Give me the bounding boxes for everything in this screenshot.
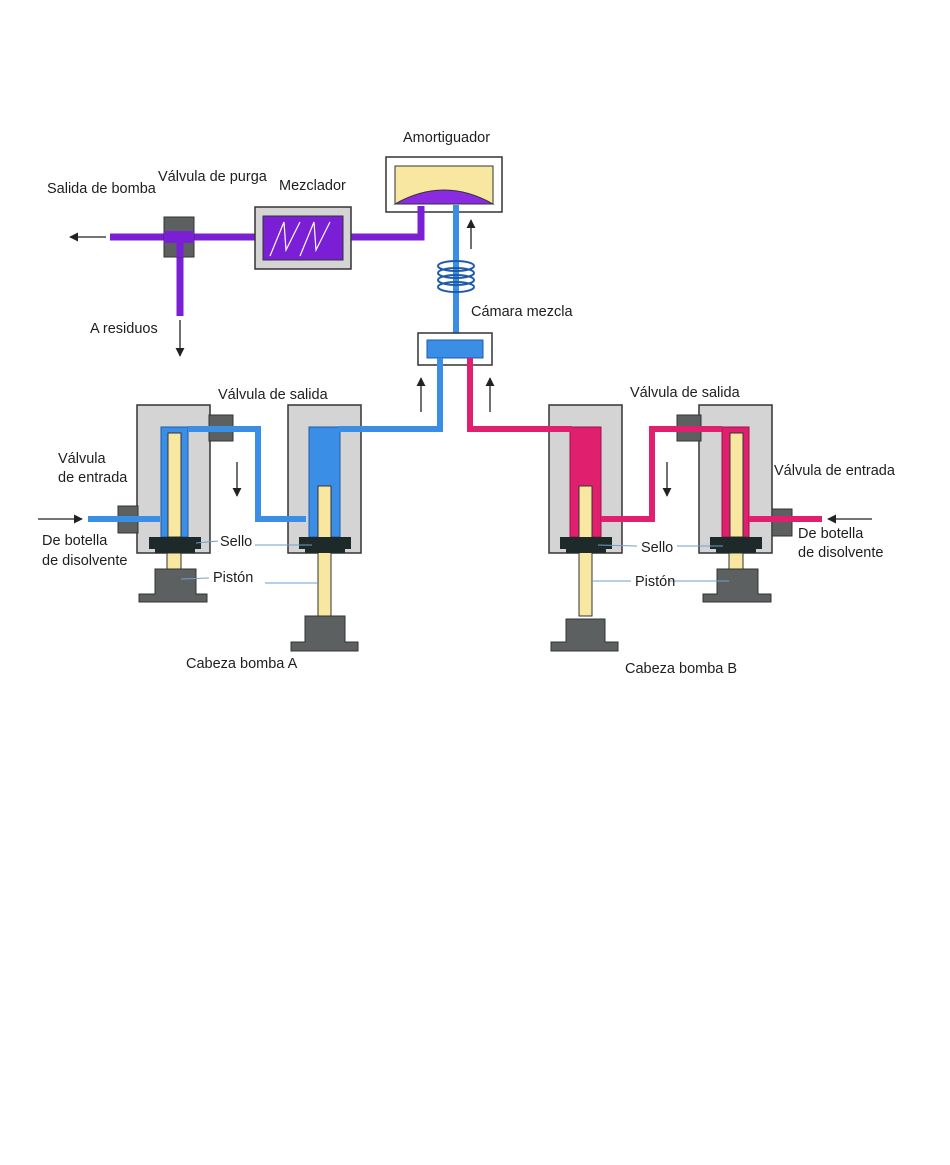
label-valvula-salida-b: Válvula de salida bbox=[630, 385, 741, 401]
label-valvula-purga: Válvula de purga bbox=[158, 169, 268, 185]
label-valvula-entrada-a-1: Válvula bbox=[58, 451, 106, 467]
label-botella-b-2: de disolvente bbox=[798, 545, 883, 561]
label-valvula-salida-a: Válvula de salida bbox=[218, 387, 329, 403]
label-piston-b: Pistón bbox=[635, 574, 675, 590]
label-amortiguador: Amortiguador bbox=[403, 130, 490, 146]
label-cabeza-a: Cabeza bomba A bbox=[186, 656, 298, 672]
label-a-residuos: A residuos bbox=[90, 321, 158, 337]
label-botella-a-2: de disolvente bbox=[42, 553, 127, 569]
label-salida-bomba: Salida de bomba bbox=[47, 181, 157, 197]
label-piston-a: Pistón bbox=[213, 570, 253, 586]
label-valvula-entrada-a-2: de entrada bbox=[58, 470, 128, 486]
label-mezclador: Mezclador bbox=[279, 178, 346, 194]
pump-head-b bbox=[470, 358, 822, 651]
mix-to-damper-line bbox=[438, 205, 474, 342]
label-botella-b-1: De botella bbox=[798, 526, 864, 542]
label-botella-a-1: De botella bbox=[42, 533, 108, 549]
label-sello-a: Sello bbox=[220, 534, 252, 550]
label-cabeza-b: Cabeza bomba B bbox=[625, 661, 737, 677]
mixer bbox=[255, 207, 351, 269]
mixing-chamber bbox=[418, 333, 492, 365]
label-camara-mezcla: Cámara mezcla bbox=[471, 304, 573, 320]
label-valvula-entrada-b: Válvula de entrada bbox=[774, 463, 896, 479]
purge-valve bbox=[164, 217, 194, 257]
damper bbox=[386, 157, 502, 212]
label-sello-b: Sello bbox=[641, 540, 673, 556]
